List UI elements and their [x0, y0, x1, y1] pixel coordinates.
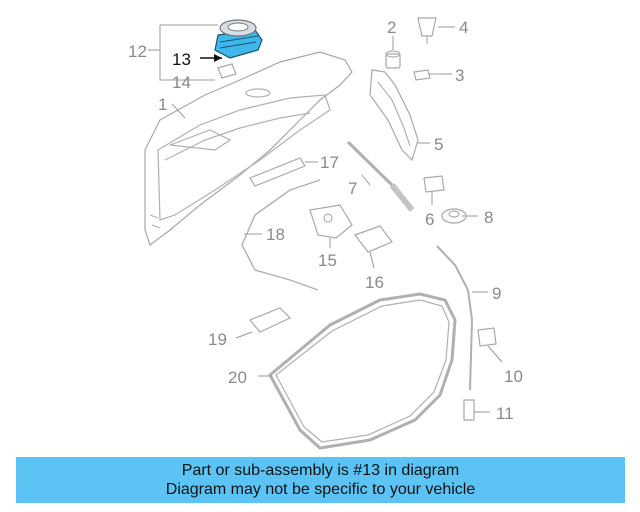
label-18: 18: [266, 225, 285, 244]
part-2-bushing: [385, 50, 401, 69]
label-3: 3: [455, 66, 464, 85]
label-4: 4: [459, 18, 468, 37]
part-7-gas-strut: [346, 140, 415, 212]
leader-lines: [148, 24, 503, 413]
info-banner: Part or sub-assembly is #13 in diagram D…: [16, 457, 625, 503]
label-14: 14: [172, 73, 191, 92]
banner-line-part: Part or sub-assembly is #13 in diagram: [181, 462, 460, 479]
part-18-cable: [241, 179, 321, 291]
part-1-trunk-lid: [144, 51, 353, 246]
part-10-clip: [477, 327, 497, 347]
label-15: 15: [318, 251, 337, 270]
label-12: 12: [128, 42, 147, 61]
part-14-clip: [217, 63, 237, 79]
part-11-stopper: [463, 399, 475, 421]
part-19-bracket: [249, 307, 292, 333]
label-17: 17: [320, 153, 339, 172]
part-20-weatherstrip: [268, 292, 457, 450]
label-7: 7: [348, 179, 357, 198]
label-1: 1: [158, 95, 167, 114]
part-3-bolt: [413, 69, 440, 81]
label-9: 9: [492, 284, 501, 303]
part-13-lock-cylinder: [214, 19, 263, 59]
part-6-bumper: [423, 175, 445, 193]
label-5: 5: [434, 135, 443, 154]
label-16: 16: [365, 273, 384, 292]
label-2: 2: [387, 18, 396, 37]
label-11: 11: [496, 404, 514, 423]
label-20: 20: [228, 368, 247, 387]
part-4-clip: [417, 17, 437, 44]
label-6: 6: [425, 210, 434, 229]
label-19: 19: [208, 330, 227, 349]
banner-line-disclaimer: Diagram may not be specific to your vehi…: [165, 481, 476, 498]
part-9-rod: [436, 245, 474, 391]
part-16-striker-cover: [354, 225, 393, 253]
label-10: 10: [504, 367, 523, 386]
label-8: 8: [484, 208, 493, 227]
part-15-latch: [309, 204, 353, 239]
label-13-highlighted: 13: [172, 50, 191, 69]
part-17-pad: [249, 157, 306, 187]
part-5-hinge: [369, 69, 419, 162]
